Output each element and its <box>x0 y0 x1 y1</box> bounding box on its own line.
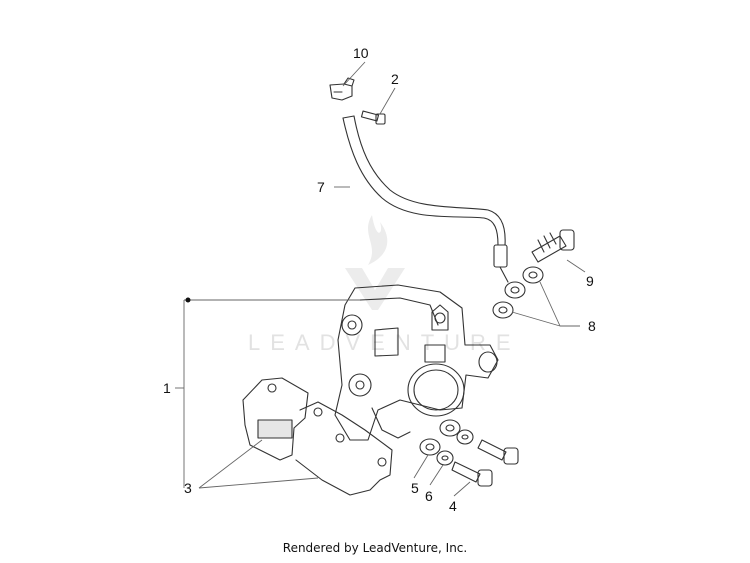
callout-10: 10 <box>353 45 369 61</box>
washer-upper <box>522 266 544 284</box>
callout-9: 9 <box>586 273 594 289</box>
callout-3: 3 <box>184 480 192 496</box>
callout-2: 2 <box>391 71 399 87</box>
callout-6: 6 <box>425 488 433 504</box>
clip-bolt <box>360 110 386 125</box>
callout-8: 8 <box>588 318 596 334</box>
callout-5: 5 <box>411 480 419 496</box>
washer-lower <box>492 301 514 319</box>
brake-hose <box>342 115 526 299</box>
caliper-washers <box>419 419 474 466</box>
watermark-text: LEADVENTURE <box>248 330 521 355</box>
footer-credit: Rendered by LeadVenture, Inc. <box>282 541 468 555</box>
callout-1: 1 <box>163 380 171 396</box>
assembly-marker-dot <box>185 297 191 303</box>
callout-7: 7 <box>317 179 325 195</box>
banjo-bolt <box>531 229 575 263</box>
brake-caliper <box>334 284 499 441</box>
caliper-bolts <box>451 439 519 487</box>
hose-clip <box>329 77 355 101</box>
callout-4: 4 <box>449 498 457 514</box>
leader-lines <box>175 61 586 497</box>
brake-pads <box>242 377 393 496</box>
